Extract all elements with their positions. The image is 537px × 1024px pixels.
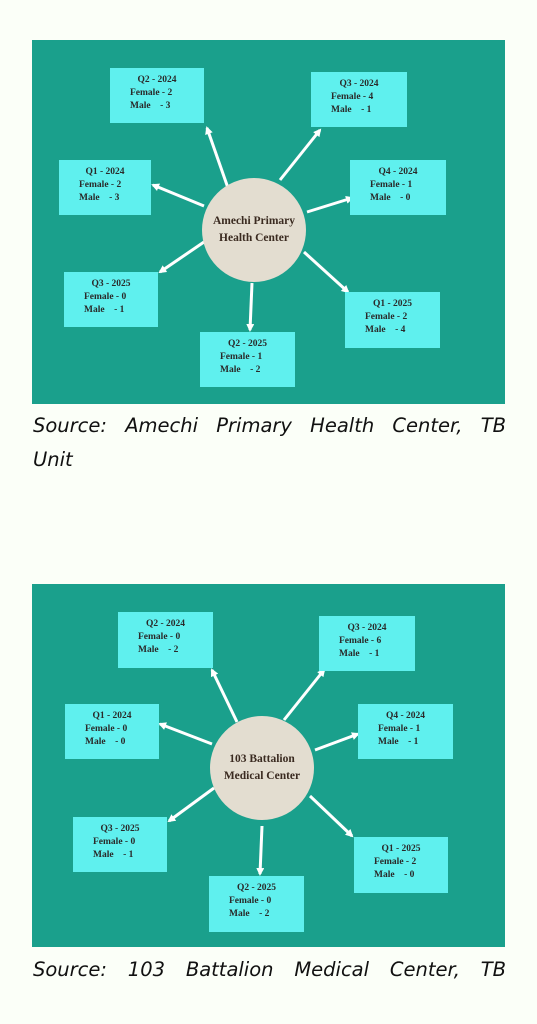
arrow-to-q3-2024 [278,128,322,181]
arrow-to-q3-2024 [282,668,326,721]
quarter-label: Q3 - 2024 [339,79,379,89]
arrow-to-q1-2025 [308,794,354,838]
quarter-box-q3-2024: Q3 - 2024 Female - 4 Male - 1 [311,72,407,127]
arrow-to-q1-2024 [151,183,205,208]
male-count: Male - 2 [138,645,179,655]
quarter-box-q3-2024: Q3 - 2024 Female - 6 Male - 1 [319,616,415,671]
caption-line2: Unit [33,448,73,471]
quarter-box-q3-2025: Q3 - 2025 Female - 0 Male - 1 [64,272,158,327]
female-count: Female - 6 [339,636,382,646]
source-caption-amechi: Source: Amechi Primary Health Center, TB… [33,409,506,477]
quarter-box-q1-2025: Q1 - 2025 Female - 2 Male - 4 [345,292,440,348]
male-count: Male - 1 [93,850,134,860]
quarter-box-q4-2024: Q4 - 2024 Female - 1 Male - 0 [350,160,446,215]
quarter-box-q2-2024: Q2 - 2024 Female - 2 Male - 3 [110,68,204,123]
arrow-to-q3-2025 [158,240,205,274]
female-count: Female - 2 [130,88,173,98]
female-count: Female - 4 [331,92,374,102]
female-count: Female - 0 [138,632,181,642]
male-count: Male - 0 [85,737,126,747]
quarter-box-q1-2025: Q1 - 2025 Female - 2 Male - 0 [354,837,448,893]
hub-label-line1: Amechi Primary [212,214,296,227]
male-count: Male - 0 [370,193,411,203]
arrow-to-q3-2025 [167,786,215,823]
quarter-label: Q2 - 2025 [236,883,277,893]
quarter-box-q2-2025: Q2 - 2025 Female - 0 Male - 2 [209,876,304,932]
quarter-label: Q1 - 2024 [85,167,125,177]
quarter-label: Q1 - 2025 [381,844,421,854]
female-count: Female - 2 [365,312,408,322]
quarter-box-q2-2025: Q2 - 2025 Female - 1 Male - 2 [200,332,295,387]
male-count: Male - 3 [79,193,120,203]
quarter-label: Q2 - 2024 [145,619,186,629]
female-count: Female - 2 [79,180,122,190]
female-count: Female - 0 [84,292,127,302]
caption-line1: Source: 103 Battalion Medical Center, TB [33,958,506,981]
quarter-box-q1-2024: Q1 - 2024 Female - 0 Male - 0 [65,704,159,759]
female-count: Female - 2 [374,857,417,867]
arrow-to-q1-2025 [302,250,350,294]
male-count: Male - 1 [378,737,419,747]
quarter-label: Q2 - 2024 [137,75,177,85]
hub-label-line2: Health Center [219,232,289,244]
quarter-label: Q3 - 2024 [347,623,387,633]
male-count: Male - 2 [220,365,261,375]
quarter-box-q4-2024: Q4 - 2024 Female - 1 Male - 1 [358,704,453,759]
male-count: Male - 1 [331,105,372,115]
female-count: Female - 0 [229,896,272,906]
hub-label-line1: 103 Battalion [229,752,295,765]
arrow-to-q4-2024 [314,732,360,752]
quarter-label: Q3 - 2025 [91,279,131,289]
male-count: Male - 4 [365,325,406,335]
arrow-to-q2-2025 [256,825,265,876]
arrow-to-q2-2024 [210,668,239,723]
quarter-box-q3-2025: Q3 - 2025 Female - 0 Male - 1 [73,817,167,872]
quarter-label: Q1 - 2024 [92,711,132,721]
source-caption-battalion: Source: 103 Battalion Medical Center, TB [33,953,506,987]
arrow-to-q2-2024 [205,126,230,189]
female-count: Female - 1 [220,352,263,362]
hub-medical-center: 103 Battalion Medical Center [210,716,314,820]
female-count: Female - 0 [93,837,136,847]
male-count: Male - 1 [339,649,380,659]
male-count: Male - 0 [374,870,415,880]
quarter-label: Q2 - 2025 [227,339,268,349]
male-count: Male - 1 [84,305,125,315]
quarter-box-q1-2024: Q1 - 2024 Female - 2 Male - 3 [59,160,151,215]
quarter-label: Q4 - 2024 [385,711,426,721]
male-count: Male - 3 [130,101,171,111]
male-count: Male - 2 [229,909,270,919]
arrow-to-q1-2024 [158,722,213,746]
female-count: Female - 0 [85,724,128,734]
caption-line1: Source: Amechi Primary Health Center, TB [33,414,506,437]
diagram-panel-battalion: 103 Battalion Medical Center Q2 - 2024 F… [32,584,505,947]
female-count: Female - 1 [370,180,413,190]
hub-label-line2: Medical Center [223,770,301,782]
quarter-label: Q1 - 2025 [372,299,413,309]
arrows-layer [158,668,360,876]
quarter-box-q2-2024: Q2 - 2024 Female - 0 Male - 2 [118,612,213,668]
hub-health-center: Amechi Primary Health Center [202,178,306,282]
arrow-to-q2-2025 [246,282,255,332]
quarter-label: Q3 - 2025 [100,824,140,834]
diagram-panel-amechi: Amechi Primary Health Center Q2 - 2024 F… [32,40,505,404]
arrow-to-q4-2024 [306,195,354,214]
quarter-label: Q4 - 2024 [378,167,418,177]
female-count: Female - 1 [378,724,421,734]
arrows-layer [151,126,354,332]
